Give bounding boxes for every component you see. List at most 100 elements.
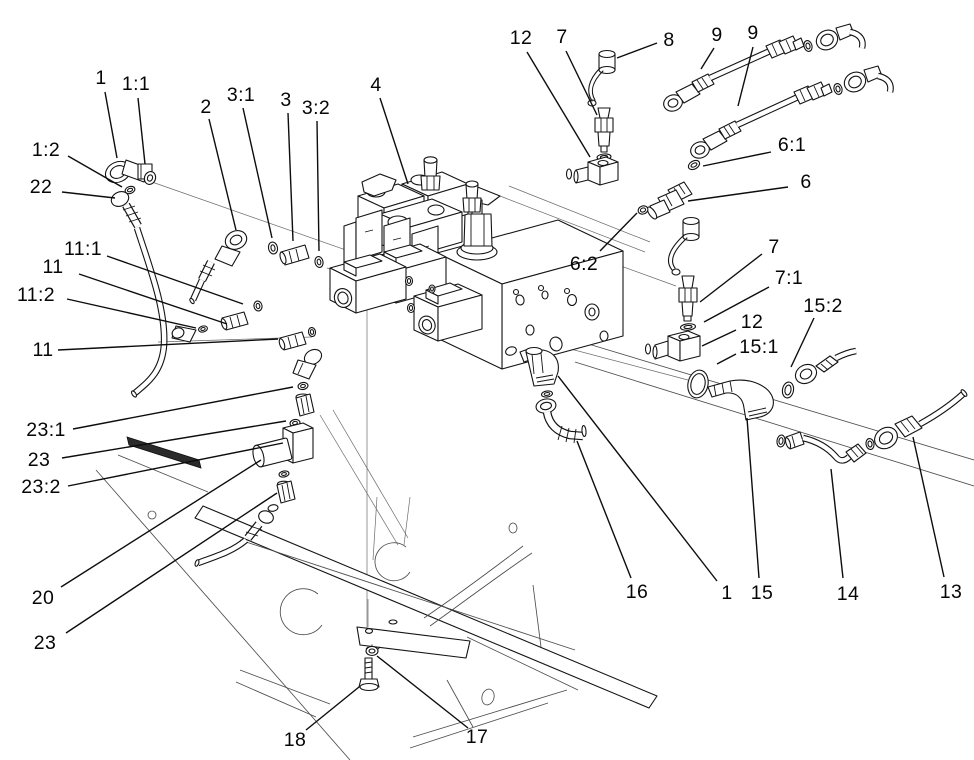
o-ring-15-1 [687, 369, 709, 399]
wing-bracket [361, 173, 397, 197]
dust-cap-8 [587, 49, 616, 107]
frame-hole [374, 542, 411, 582]
frame-hole [279, 588, 323, 636]
callout-label-4: 4 [370, 74, 381, 96]
fitting-11a [220, 311, 249, 331]
washer [644, 343, 652, 355]
callout-label-15:1: 15:1 [739, 336, 779, 358]
o-ring-1-2 [124, 185, 136, 195]
fitting-23 [276, 480, 296, 504]
callout-label-23: 23 [28, 449, 51, 471]
o-ring-6-1 [687, 159, 701, 171]
callout-label-8: 8 [663, 29, 674, 51]
callout-label-20: 20 [32, 587, 55, 609]
callout-leader-12 [701, 329, 737, 347]
callout-leader-1:2 [67, 155, 123, 188]
callout-label-14: 14 [837, 583, 860, 605]
callout-label-1:2: 1:2 [32, 139, 60, 161]
callout-label-3: 3 [280, 89, 291, 111]
o-ring [833, 83, 843, 95]
o-ring [428, 284, 436, 294]
washer [267, 504, 279, 512]
callout-label-16: 16 [626, 581, 649, 603]
o-ring [803, 40, 813, 52]
callout-label-22: 22 [30, 176, 53, 198]
o-ring [404, 275, 414, 287]
callout-leader-23:1 [72, 386, 294, 430]
callout-leader-18 [305, 686, 360, 731]
tube-fitting [420, 156, 441, 191]
callout-label-13: 13 [940, 581, 963, 603]
fitting-7-right [678, 275, 698, 322]
hose-end-swivel [815, 23, 866, 51]
callout-leader-13 [912, 436, 945, 578]
callout-leader-2 [208, 118, 237, 231]
elbow-fitting-15 [707, 379, 774, 421]
callout-leader-11:1 [106, 255, 244, 305]
o-ring-11-1 [253, 300, 263, 312]
callout-leader-11 [57, 338, 279, 351]
o-ring-3-2 [314, 256, 324, 268]
callout-leader-7 [699, 253, 763, 303]
callout-leader-20 [60, 459, 262, 588]
callout-leader-3:1 [242, 107, 273, 239]
callout-leader-15:1 [716, 353, 737, 365]
hose-14 [784, 431, 867, 464]
callout-leader-12 [526, 51, 591, 158]
callout-label-12: 12 [510, 27, 533, 49]
o-ring-6-2 [637, 205, 649, 215]
fitting-3 [279, 244, 310, 266]
hose-9-upper [663, 35, 805, 112]
washer [297, 381, 309, 391]
elbow-block-12-right [644, 330, 701, 362]
callout-label-12: 12 [741, 311, 764, 333]
o-ring [307, 326, 317, 338]
callout-leader-1:1 [137, 97, 146, 165]
elbow-fitting-1-lower [525, 346, 559, 387]
callout-label-23:2: 23:2 [21, 476, 61, 498]
callout-leader-3:2 [316, 120, 320, 252]
callout-label-7: 7 [556, 26, 567, 48]
callout-label-1:1: 1:1 [122, 73, 150, 95]
nut-1-1 [143, 171, 157, 185]
washer [565, 168, 573, 180]
callout-leader-6:2 [599, 212, 638, 252]
chassis-frame [95, 252, 974, 760]
callout-label-6:2: 6:2 [570, 253, 598, 275]
callout-label-15: 15 [751, 582, 774, 604]
o-ring [540, 390, 554, 398]
elbow-fitting-6 [646, 181, 693, 220]
fitting-7-upper [594, 107, 614, 153]
callout-label-11:1: 11:1 [64, 238, 102, 260]
callout-leader-17 [376, 655, 469, 729]
washer-11-2 [198, 325, 208, 333]
callout-leader-4 [379, 97, 409, 185]
dust-cap-7 [667, 216, 700, 276]
hose-13 [874, 389, 968, 450]
mounting-plate [356, 626, 471, 659]
callout-label-6:1: 6:1 [778, 134, 806, 156]
callout-label-7:1: 7:1 [775, 267, 803, 289]
callout-leader-3 [287, 112, 294, 242]
o-ring-3-1 [267, 241, 279, 255]
callout-label-15:2: 15:2 [803, 295, 843, 317]
tube-fitting [462, 180, 482, 213]
hose-9-lower [690, 81, 833, 159]
fitting-23-1 [295, 393, 315, 417]
callout-label-23: 23 [34, 632, 57, 654]
hose-20-end [194, 510, 274, 567]
callout-label-17: 17 [466, 726, 489, 748]
solenoid-dump-valve-20 [252, 422, 314, 468]
callout-label-7: 7 [768, 236, 779, 258]
hose-end-swivel [843, 65, 894, 93]
callout-label-1: 1 [95, 67, 106, 89]
callout-leader-6 [687, 186, 789, 202]
carriage-bolt-18 [358, 657, 380, 692]
elbow-fitting-small [171, 325, 197, 343]
elbow-45-top [292, 348, 323, 380]
callout-label-18: 18 [284, 729, 307, 751]
callout-label-11: 11 [32, 339, 53, 361]
callout-label-11: 11 [42, 256, 63, 278]
hose-16 [535, 398, 587, 444]
washer [278, 470, 290, 478]
